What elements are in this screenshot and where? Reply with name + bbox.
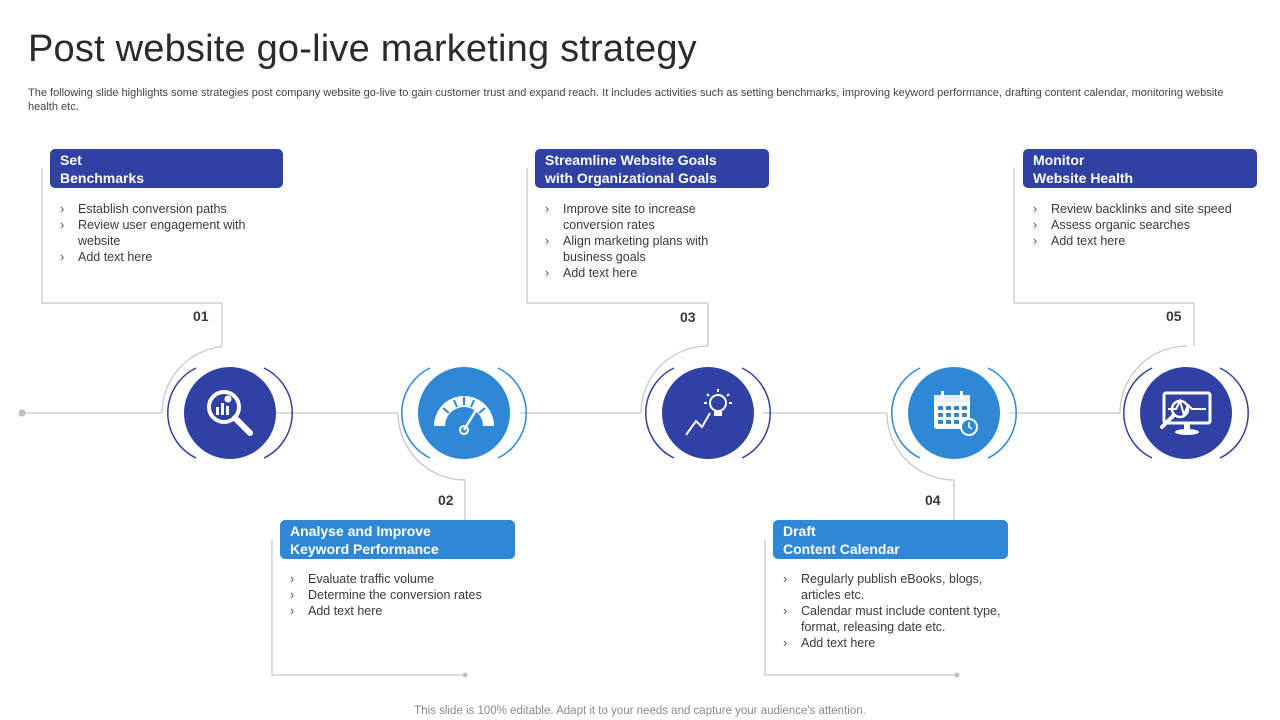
step-04-icon-circle	[908, 367, 1000, 459]
list-item: Evaluate traffic volume	[288, 571, 518, 587]
step-03-title-line1: Streamline Website Goals	[545, 152, 717, 168]
step-01-points: Establish conversion paths Review user e…	[58, 201, 258, 265]
list-item: Improve site to increase conversion rate…	[543, 201, 743, 233]
step-03-icon-circle	[662, 367, 754, 459]
step-03-points: Improve site to increase conversion rate…	[543, 201, 743, 281]
step-05-title-line1: Monitor	[1033, 152, 1085, 168]
step-02-header: Analyse and Improve Keyword Performance	[280, 520, 515, 559]
step-03-number: 03	[680, 309, 696, 325]
step-05-header: Monitor Website Health	[1023, 149, 1257, 188]
step-03-header: Streamline Website Goals with Organizati…	[535, 149, 769, 188]
step-02-title-line1: Analyse and Improve	[290, 523, 431, 539]
step-01-header: Set Benchmarks	[50, 149, 283, 188]
page-description: The following slide highlights some stra…	[28, 87, 1224, 113]
step-02-number: 02	[438, 492, 454, 508]
analytics-magnifier-icon	[207, 390, 253, 436]
list-item: Add text here	[58, 249, 258, 265]
list-item: Regularly publish eBooks, blogs, article…	[781, 571, 1001, 603]
step-01-icon-circle	[184, 367, 276, 459]
list-item: Add text here	[1031, 233, 1271, 249]
step-05-title-line2: Website Health	[1033, 170, 1134, 186]
monitor-pulse-icon	[1160, 391, 1212, 435]
step-05-number: 05	[1166, 308, 1182, 324]
list-item: Add text here	[543, 265, 743, 281]
step-04-title-line2: Content Calendar	[783, 541, 900, 557]
speedometer-icon	[434, 396, 494, 435]
step-05-points: Review backlinks and site speed Assess o…	[1031, 201, 1271, 249]
step-01-title-line2: Benchmarks	[60, 170, 145, 186]
footer-note: This slide is 100% editable. Adapt it to…	[414, 705, 866, 717]
list-item: Calendar must include content type, form…	[781, 603, 1001, 635]
step-02-title-line2: Keyword Performance	[290, 541, 439, 557]
page-title: Post website go-live marketing strategy	[28, 28, 697, 70]
step-04-points: Regularly publish eBooks, blogs, article…	[781, 571, 1001, 651]
step-02-points: Evaluate traffic volume Determine the co…	[288, 571, 518, 619]
list-item: Establish conversion paths	[58, 201, 258, 217]
step-04-header: Draft Content Calendar	[773, 520, 1008, 559]
list-item: Align marketing plans with business goal…	[543, 233, 743, 265]
step-03-title-line2: with Organizational Goals	[545, 170, 717, 186]
step-01-title-line1: Set	[60, 152, 82, 168]
list-item: Review user engagement with website	[58, 217, 258, 249]
step-04-title-line1: Draft	[783, 523, 816, 539]
step-01-number: 01	[193, 308, 209, 324]
list-item: Assess organic searches	[1031, 217, 1271, 233]
list-item: Add text here	[288, 603, 518, 619]
lightbulb-growth-icon	[685, 389, 732, 436]
step-02-icon-circle	[418, 367, 510, 459]
step-05-icon-circle	[1140, 367, 1232, 459]
step-04-number: 04	[925, 492, 941, 508]
list-item: Add text here	[781, 635, 1001, 651]
list-item: Review backlinks and site speed	[1031, 201, 1271, 217]
calendar-icon	[934, 391, 978, 436]
list-item: Determine the conversion rates	[288, 587, 518, 603]
